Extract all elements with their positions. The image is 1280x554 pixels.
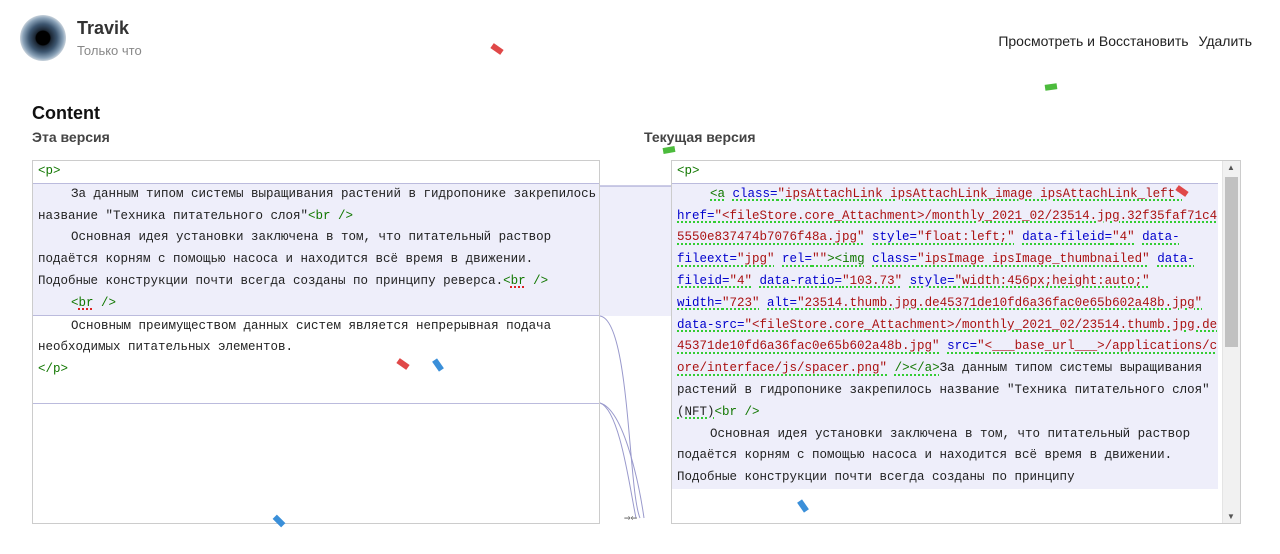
delete-button[interactable]: Удалить: [1198, 33, 1252, 49]
code-line: <p>: [677, 164, 700, 178]
code-line: [38, 381, 599, 403]
this-version-label: Эта версия: [32, 129, 110, 145]
code-line: <a class="ipsAttachLink ipsAttachLink_im…: [677, 186, 1218, 419]
confetti-decoration: [662, 146, 676, 154]
code-line: Основная идея установки заключена в том,…: [677, 426, 1191, 485]
view-restore-button[interactable]: Просмотреть и Восстановить: [998, 33, 1189, 49]
confetti-decoration: [1044, 83, 1058, 91]
confetti-decoration: [490, 43, 504, 55]
scroll-up-icon[interactable]: ▲: [1227, 163, 1235, 172]
connector-fill: [600, 186, 671, 316]
scroll-down-icon[interactable]: ▼: [1227, 512, 1235, 521]
code-line: За данным типом системы выращивания раст…: [38, 186, 597, 223]
connector-line: [599, 402, 637, 519]
unchanged-block: Основным преимуществом данных систем явл…: [33, 314, 599, 403]
code-line: Основным преимуществом данных систем явл…: [38, 318, 552, 355]
code-line: <p>: [38, 164, 61, 178]
current-version-pane[interactable]: <p> <a class="ipsAttachLink ipsAttachLin…: [671, 160, 1241, 524]
scroll-thumb[interactable]: [1225, 177, 1238, 347]
code-line: Основная идея установки заключена в том,…: [38, 230, 552, 288]
vertical-scrollbar[interactable]: ▲ ▼: [1222, 161, 1240, 523]
empty-block: [33, 402, 599, 404]
diff-connectors: ⇒⇐: [599, 185, 671, 525]
avatar[interactable]: [20, 15, 66, 61]
current-version-label: Текущая версия: [644, 129, 756, 145]
merge-marker[interactable]: ⇒⇐: [624, 513, 638, 525]
diff-gutter: ⇒⇐: [599, 160, 671, 525]
user-name[interactable]: Travik: [77, 18, 130, 38]
changed-block: <a class="ipsAttachLink ipsAttachLink_im…: [672, 182, 1218, 489]
connector-line: [599, 402, 645, 519]
this-version-pane[interactable]: <p> За данным типом системы выращивания …: [32, 160, 600, 524]
code-line: <br />: [71, 295, 117, 310]
revision-time: Только что: [77, 43, 142, 58]
current-version-code[interactable]: <p> <a class="ipsAttachLink ipsAttachLin…: [672, 161, 1240, 489]
revision-actions: Просмотреть и Восстановить Удалить: [998, 33, 1252, 49]
changed-block: За данным типом системы выращивания раст…: [33, 182, 599, 315]
this-version-code[interactable]: <p> За данным типом системы выращивания …: [33, 161, 599, 404]
code-line: </p>: [38, 362, 69, 377]
connector-line: [599, 315, 641, 519]
section-title: Content: [32, 103, 100, 123]
